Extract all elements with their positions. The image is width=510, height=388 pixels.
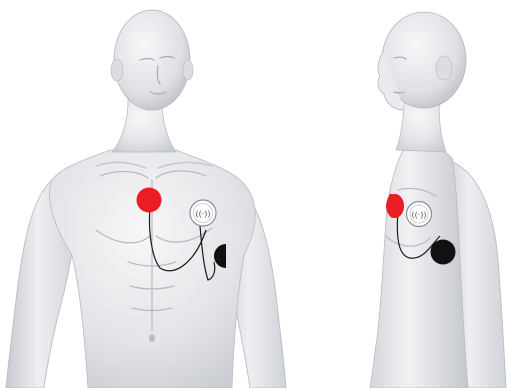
front-cardiac-monitor-icon: ((·)) (190, 200, 216, 226)
side-ear (436, 56, 452, 80)
front-view-figure: ((·)) (6, 10, 286, 388)
front-head (114, 10, 190, 110)
front-ear-left (111, 59, 123, 81)
side-monitor-glyph: ((·)) (411, 211, 426, 220)
side-cardiac-monitor-icon: ((·)) (407, 202, 432, 227)
side-view-figure: ((·)) (370, 12, 506, 388)
side-negative-electrode (431, 240, 456, 265)
front-navel (149, 334, 155, 342)
front-ear-right (183, 60, 193, 80)
front-monitor-glyph: ((·)) (195, 210, 210, 219)
front-positive-electrode (137, 188, 162, 213)
side-positive-electrode-fill (386, 194, 404, 218)
side-torso (370, 142, 468, 388)
